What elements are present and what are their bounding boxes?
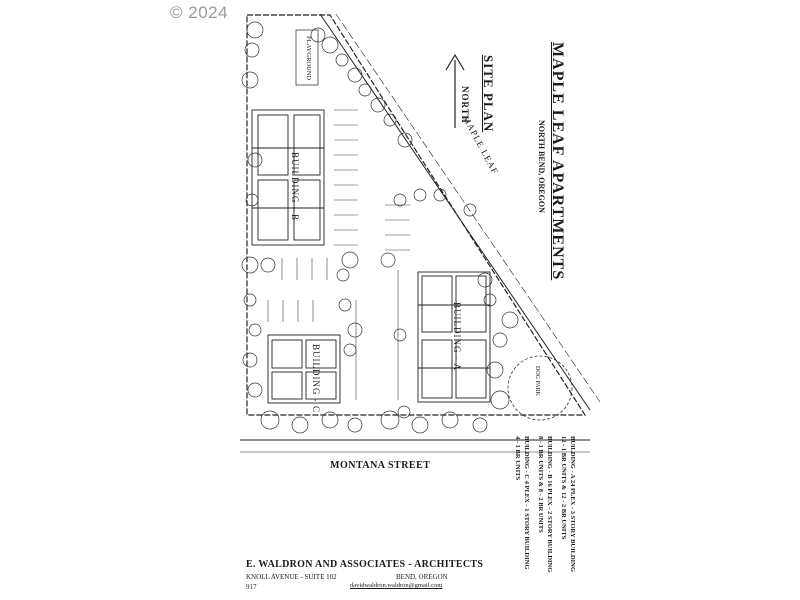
architect-address: KNOLL AVENUE - SUITE 102 [246,573,337,581]
north-arrow [445,53,465,128]
legend-building-a-line2: 12 - 1 BR UNITS & 12 - 2 BR UNITS [560,436,567,540]
legend-building-c-line1: BUILDING - C 4 PLEX - 1 STORY BUILDING [523,436,530,570]
building-c-label: BUILDING - C [311,344,321,413]
building-b-footprint [251,109,325,246]
maple-leaf-road-edge-2 [335,13,601,403]
parking-stalls [267,109,410,400]
architect-firm-name: E. WALDRON AND ASSOCIATES - ARCHITECTS [246,559,484,570]
playground-area [295,29,319,86]
playground-label: PLAYGROUND [305,36,312,81]
legend-building-c-line2: 4 - 1 BR UNITS [514,436,521,481]
montana-street-label: MONTANA STREET [330,460,431,471]
building-a-footprint [417,271,491,403]
architect-phone: 917 [246,583,257,591]
building-b-label: BUILDING - B [290,152,300,221]
building-a-label: BUILDING - A [452,302,462,371]
legend-building-b-line2: 8 - 1 BR UNITS & 8 - 2 BR UNITS [537,436,544,533]
dog-park-area [507,355,573,421]
site-plan-title: SITE PLAN [481,55,496,133]
legend-building-a-line1: BUILDING - A 24 PLEX - 3 STORY BUILDING [569,436,576,572]
architect-email: davidwaldron.waldron@gmail.com [350,582,443,589]
project-location: NORTH BEND, OREGON [537,120,546,213]
landscape-trees [241,21,519,434]
property-boundary [246,14,587,416]
architect-city: BEND, OREGON [396,573,448,581]
legend-building-b-line1: BUILDING - B 16 PLEX - 2 STORY BUILDING [546,436,553,573]
building-c-footprint [267,334,341,404]
copyright-watermark: © 2024 [170,3,229,22]
dog-park-label: DOG PARK [534,366,540,396]
maple-leaf-road-edge [319,13,591,411]
project-title: MAPLE LEAF APARTMENTS [549,42,566,281]
